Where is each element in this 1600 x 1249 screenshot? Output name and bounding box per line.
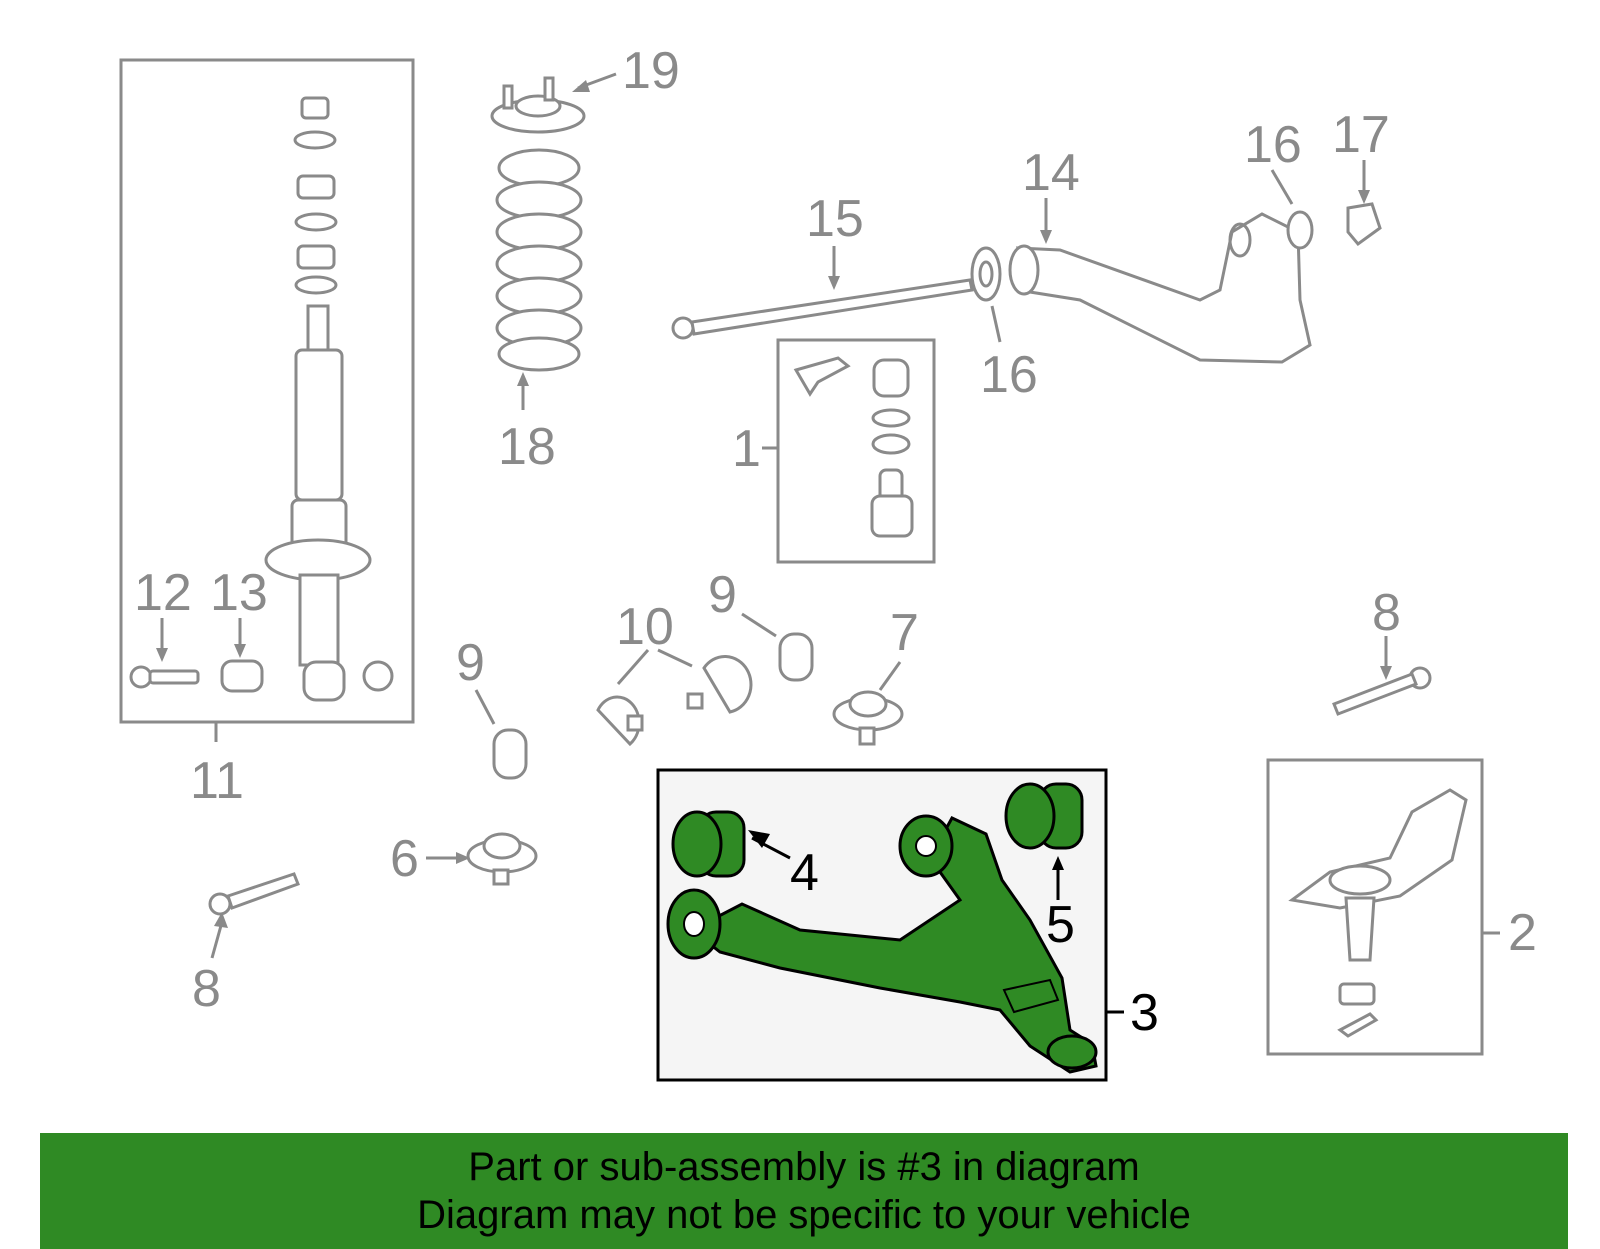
callout-3: 3 xyxy=(1130,984,1159,1042)
bumper-6-part xyxy=(426,832,538,886)
bolt-15-part xyxy=(671,246,974,340)
cam-9a-part xyxy=(741,612,814,682)
bolt-8b-part xyxy=(1332,636,1432,716)
upper-mount-19-part xyxy=(490,72,617,134)
bolt-8a-part xyxy=(208,872,300,959)
washer-16-part xyxy=(970,246,1002,343)
cam-10-part xyxy=(596,648,753,747)
callout-15: 15 xyxy=(806,190,864,248)
bushing-13-part xyxy=(220,618,264,693)
callout-9-lower: 9 xyxy=(456,634,485,692)
banner-line-1: Part or sub-assembly is #3 in diagram xyxy=(468,1145,1140,1189)
lower-control-arm-3-part xyxy=(666,814,1098,1074)
callout-18: 18 xyxy=(498,418,556,476)
callout-12: 12 xyxy=(134,564,192,622)
bushing-4-part xyxy=(671,810,791,878)
callout-2: 2 xyxy=(1508,904,1537,962)
callout-10: 10 xyxy=(616,598,674,656)
callout-9-upper: 9 xyxy=(708,566,737,624)
callout-17: 17 xyxy=(1332,106,1390,164)
nut-17-part xyxy=(1346,160,1382,247)
callout-16-lower: 16 xyxy=(980,346,1038,404)
group-box-11 xyxy=(119,58,415,742)
group-box-2 xyxy=(1266,758,1500,1056)
callout-16-upper: 16 xyxy=(1244,116,1302,174)
bumper-7-part xyxy=(832,661,904,746)
callout-13: 13 xyxy=(210,564,268,622)
info-banner: Part or sub-assembly is #3 in diagram Di… xyxy=(40,1133,1568,1249)
group-box-1 xyxy=(762,338,936,564)
ball-joint-1-part xyxy=(793,356,914,538)
cam-9b-part xyxy=(474,689,528,780)
callout-19: 19 xyxy=(622,42,680,100)
callout-4: 4 xyxy=(790,844,819,902)
callout-5: 5 xyxy=(1046,896,1075,954)
callout-11: 11 xyxy=(190,752,244,810)
banner-line-2: Diagram may not be specific to your vehi… xyxy=(417,1193,1191,1237)
callout-8-right: 8 xyxy=(1372,584,1401,642)
callout-14: 14 xyxy=(1022,144,1080,202)
callout-7: 7 xyxy=(890,604,919,662)
coil-spring-part xyxy=(495,148,583,410)
callout-8-left: 8 xyxy=(192,960,221,1018)
parts-diagram: 19 18 15 14 16 17 16 1 12 13 11 10 9 9 7… xyxy=(119,42,1537,1082)
shock-absorber-part xyxy=(264,96,394,702)
steering-knuckle-2-part xyxy=(1288,788,1468,1038)
bushing-5-part xyxy=(1004,782,1084,900)
upper-control-arm-14-part xyxy=(1008,198,1312,364)
callout-1: 1 xyxy=(732,420,761,478)
washer-16b-part xyxy=(1270,169,1314,250)
callout-6: 6 xyxy=(390,830,419,888)
bolt-12-part xyxy=(129,618,200,689)
